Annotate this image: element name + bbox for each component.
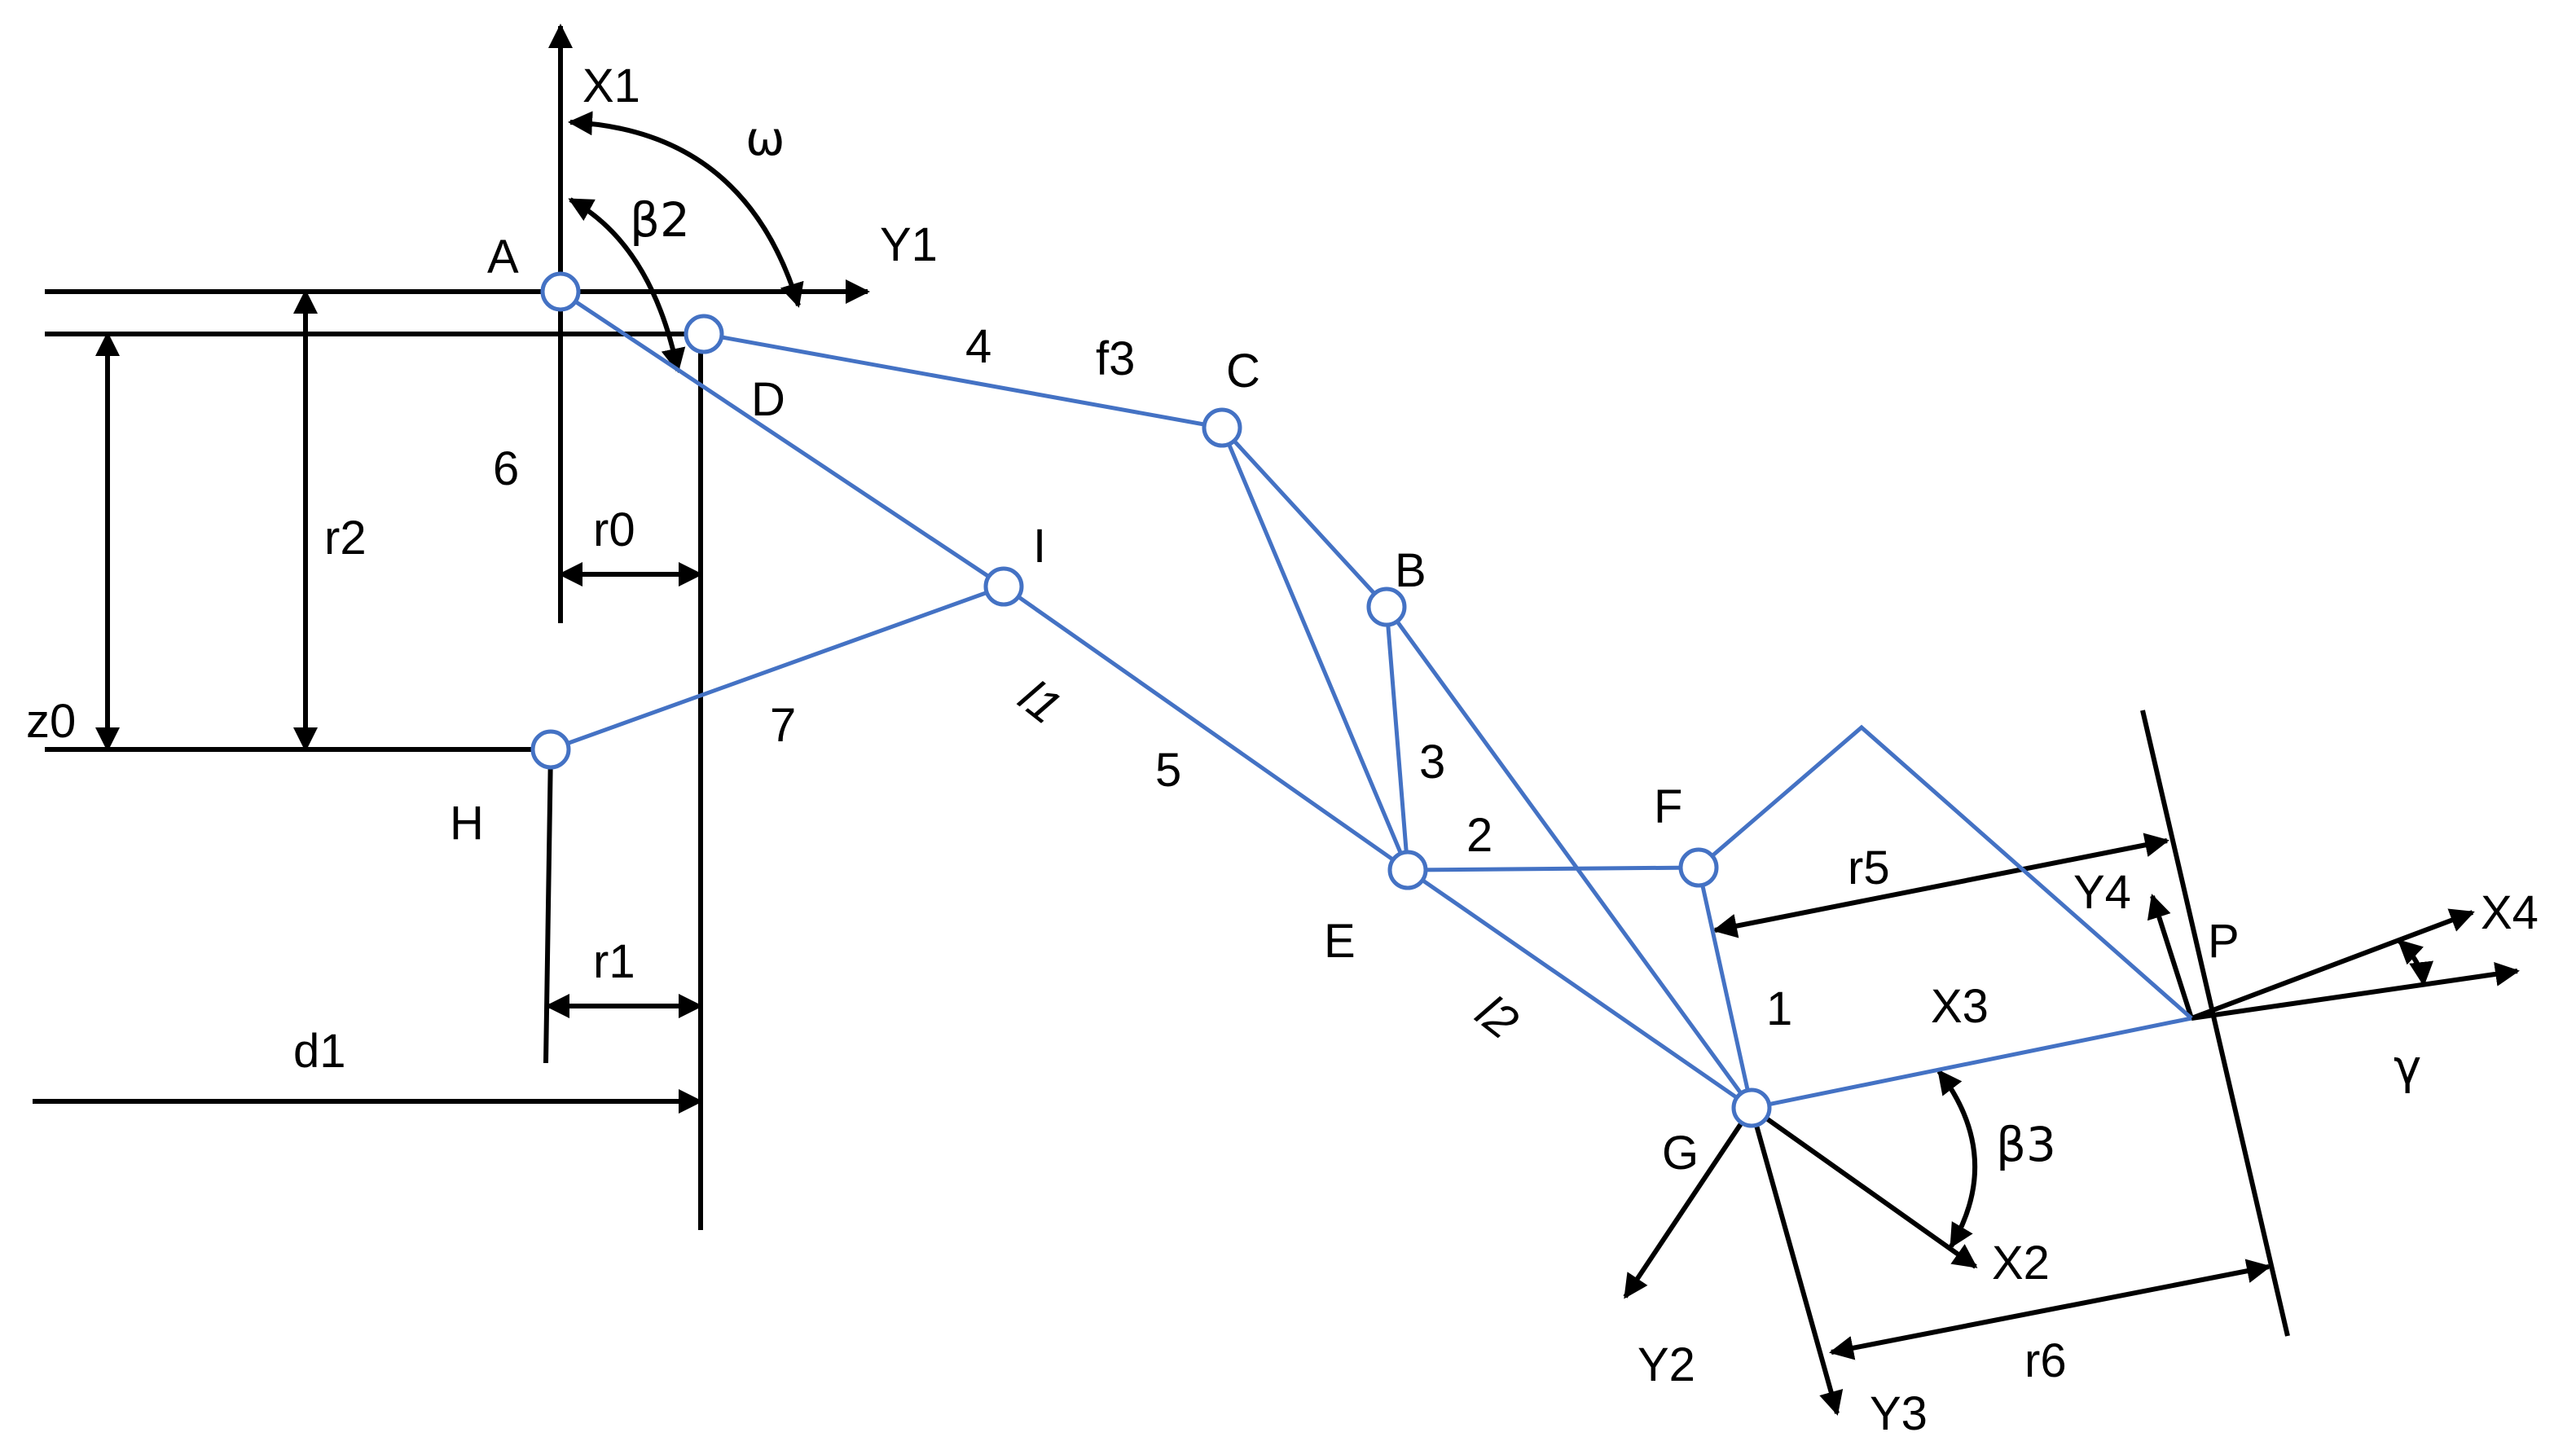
link-F-G: [1696, 867, 1754, 1109]
label-X2: X2: [1992, 1237, 2050, 1290]
beta2-arc: [568, 197, 686, 373]
joint-G: [1731, 1088, 1772, 1128]
y2-axis: [1623, 1106, 1754, 1299]
x4-axis: [2190, 908, 2475, 1021]
joint-D: [684, 314, 724, 354]
joint-B: [1366, 587, 1407, 627]
label-X4: X4: [2481, 886, 2539, 939]
joint-A: [540, 271, 581, 312]
link-B-G: [1384, 605, 1754, 1109]
link-D-C: [703, 332, 1223, 430]
label-link-2: 2: [1466, 809, 1492, 862]
joint-F: [1678, 847, 1719, 888]
label-beta3: β3: [1996, 1117, 2056, 1172]
label-Y4: Y4: [2073, 866, 2131, 919]
link-C-B: [1220, 426, 1388, 609]
label-A: A: [487, 231, 519, 283]
r5-dimension: [1712, 833, 2169, 938]
label-gamma: γ: [2394, 1039, 2421, 1095]
label-z0: z0: [26, 695, 76, 748]
label-r5: r5: [1848, 841, 1890, 894]
joints: [530, 271, 1772, 1128]
label-H: H: [450, 797, 484, 850]
label-omega: ω: [745, 111, 785, 166]
joint-H: [530, 729, 571, 770]
link-B-E: [1384, 606, 1410, 871]
label-link-3: 3: [1419, 736, 1445, 789]
omega-arc: [568, 111, 804, 308]
label-r0: r0: [593, 503, 635, 556]
label-P: P: [2208, 915, 2240, 968]
mechanism-links: [550, 289, 2193, 1110]
link-H-I: [550, 584, 1004, 752]
joint-I: [983, 566, 1024, 607]
label-r1: r1: [593, 935, 635, 988]
label-link-7: 7: [770, 699, 796, 752]
link-I-E: [1002, 584, 1409, 872]
label-B: B: [1395, 544, 1426, 597]
label-Y1: Y1: [880, 218, 938, 271]
beta3-arc: [1936, 1069, 1978, 1249]
reference-lines: [33, 24, 2520, 1416]
link-E-F: [1407, 865, 1699, 872]
link-C-E: [1220, 427, 1410, 871]
label-X1: X1: [582, 59, 640, 112]
x2-axis: [1750, 1105, 1978, 1269]
y3-axis: [1749, 1107, 1844, 1416]
joint-C: [1202, 407, 1242, 448]
r6-dimension: [1829, 1259, 2271, 1360]
label-link-4: 4: [965, 320, 991, 373]
label-link-6: 6: [493, 442, 519, 495]
label-beta2: β2: [630, 192, 690, 248]
label-d1: d1: [293, 1025, 346, 1078]
label-Y3: Y3: [1870, 1387, 1928, 1440]
y4-axis: [2147, 894, 2194, 1019]
link-G-P: [1751, 1016, 2192, 1110]
label-I: I: [1033, 520, 1046, 573]
gamma-axis: [2191, 962, 2520, 1021]
label-l1: l1: [1009, 670, 1071, 734]
label-f3: f3: [1096, 332, 1135, 385]
label-r2: r2: [324, 512, 367, 565]
label-Y2: Y2: [1637, 1338, 1695, 1391]
label-C: C: [1226, 345, 1260, 398]
labels: A D C B I H E F G P 1 2 3 4 5 6 7 f3 l1 …: [26, 59, 2539, 1440]
label-X3: X3: [1931, 980, 1989, 1033]
link-A-I: [559, 289, 1005, 589]
label-r6: r6: [2024, 1334, 2067, 1387]
h-vertical-line: [543, 749, 553, 1064]
x4-gamma-arc: [2397, 938, 2434, 986]
link-F-P: [1697, 724, 2193, 1020]
label-link-5: 5: [1155, 744, 1181, 797]
label-l2: l2: [1466, 985, 1528, 1049]
label-F: F: [1654, 780, 1682, 833]
label-E: E: [1324, 915, 1356, 968]
label-link-1: 1: [1766, 982, 1792, 1035]
p-frame-line: [2140, 710, 2290, 1337]
label-G: G: [1662, 1127, 1699, 1180]
link-E-G: [1406, 868, 1753, 1110]
label-D: D: [751, 373, 785, 426]
joint-E: [1387, 850, 1428, 890]
